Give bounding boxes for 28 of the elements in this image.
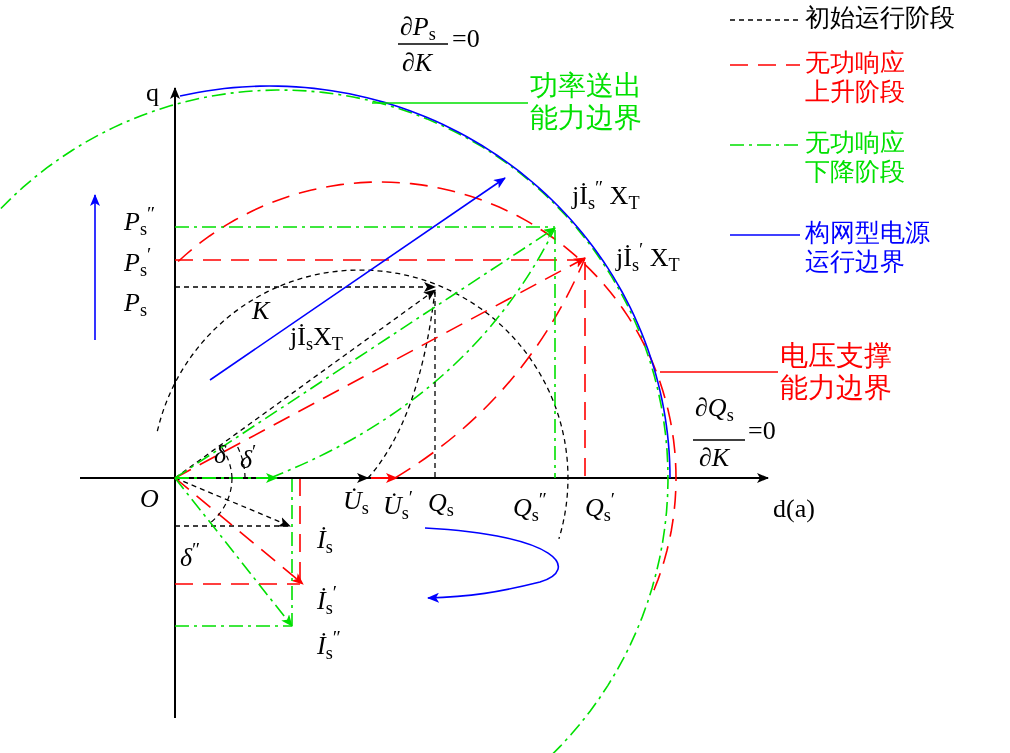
leader-line: [659, 371, 779, 373]
math-label: δ$^{′}$: [240, 442, 257, 473]
math-label: P$_{s}$: [124, 290, 147, 320]
math-label: jİ$_{s}$$^{″}$ X$_{T}$: [572, 178, 640, 213]
math-label: δ$^{″}$: [180, 540, 201, 571]
math-label: q: [146, 80, 159, 106]
math-label: d(a): [773, 496, 815, 522]
math-label: δ: [214, 442, 227, 468]
math-label: ∂P$_{s}$: [400, 14, 436, 44]
math-label: ∂K: [402, 50, 433, 76]
math-label: ∂Q$_{s}$: [695, 395, 734, 425]
math-label: K: [252, 298, 270, 324]
math-label: U̇$_{s}$: [343, 488, 369, 518]
math-label: O: [140, 486, 159, 512]
boundary-label: 电压支撑能力边界: [780, 340, 898, 405]
math-label: =0: [748, 418, 776, 444]
legend-text: 无功响应下降阶段: [805, 129, 906, 187]
leader-line: [371, 102, 529, 104]
legend-text: 无功响应上升阶段: [805, 49, 906, 107]
math-label: ∂K: [699, 445, 730, 471]
legend-text: 构网型电源运行边界: [805, 219, 931, 277]
math-label: İ$_{s}$: [317, 527, 333, 557]
boundary-label: 功率送出能力边界: [530, 70, 648, 135]
math-label: =0: [452, 26, 480, 52]
math-label: jİ$_{s}$$^{′}$ X$_{T}$: [616, 240, 680, 275]
legend-text: 初始运行阶段: [805, 4, 956, 33]
math-label: Q$_{s}$: [428, 490, 454, 520]
math-label: jİ$_{s}$X$_{T}$: [290, 324, 343, 354]
